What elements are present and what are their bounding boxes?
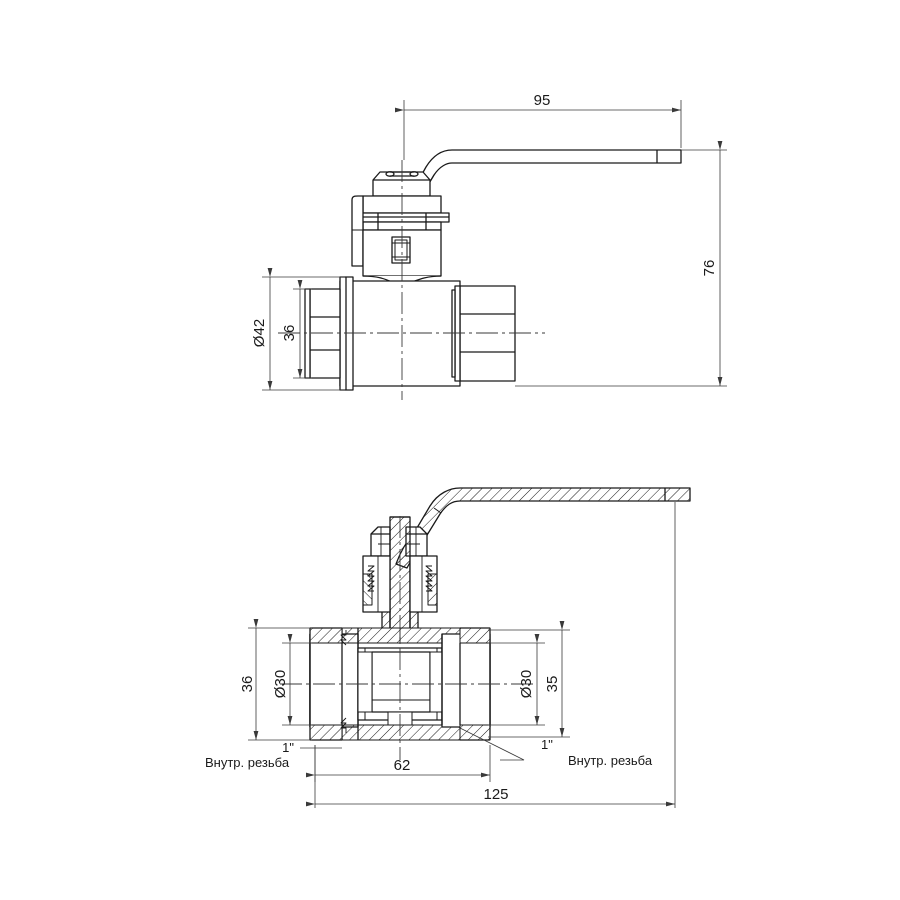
dim-label-42: Ø42 xyxy=(251,319,268,347)
stop-lug-upper xyxy=(351,195,364,267)
stem-nut-lower xyxy=(370,526,428,557)
dim-label-30-left: Ø30 xyxy=(272,670,289,698)
centerlines-lower xyxy=(280,516,535,760)
leader-label-size-left: 1" xyxy=(282,740,294,755)
dim-label-30-right: Ø30 xyxy=(518,670,535,698)
dim-label-62: 62 xyxy=(394,757,411,774)
lower-view xyxy=(280,487,691,760)
leader-line-right xyxy=(457,726,525,761)
dim-label-76: 76 xyxy=(701,260,718,277)
upper-dimensions xyxy=(262,100,727,391)
leader-label-text-left: Внутр. резьба xyxy=(205,755,290,770)
dim-label-35: 35 xyxy=(544,676,561,693)
dim-label-36-lower: 36 xyxy=(239,676,256,693)
stem-nut-upper xyxy=(372,171,431,197)
lower-leaders xyxy=(300,726,525,761)
dim-label-95: 95 xyxy=(534,92,551,109)
lower-dimensions xyxy=(248,502,676,808)
leader-label-text-right: Внутр. резьба xyxy=(568,753,653,768)
packing-gland-lower xyxy=(362,555,438,613)
upper-view xyxy=(278,149,682,400)
dim-label-125: 125 xyxy=(483,786,508,803)
dim-label-36-upper: 36 xyxy=(281,325,298,342)
centerlines-upper xyxy=(278,160,545,400)
leader-label-size-right: 1" xyxy=(541,737,553,752)
